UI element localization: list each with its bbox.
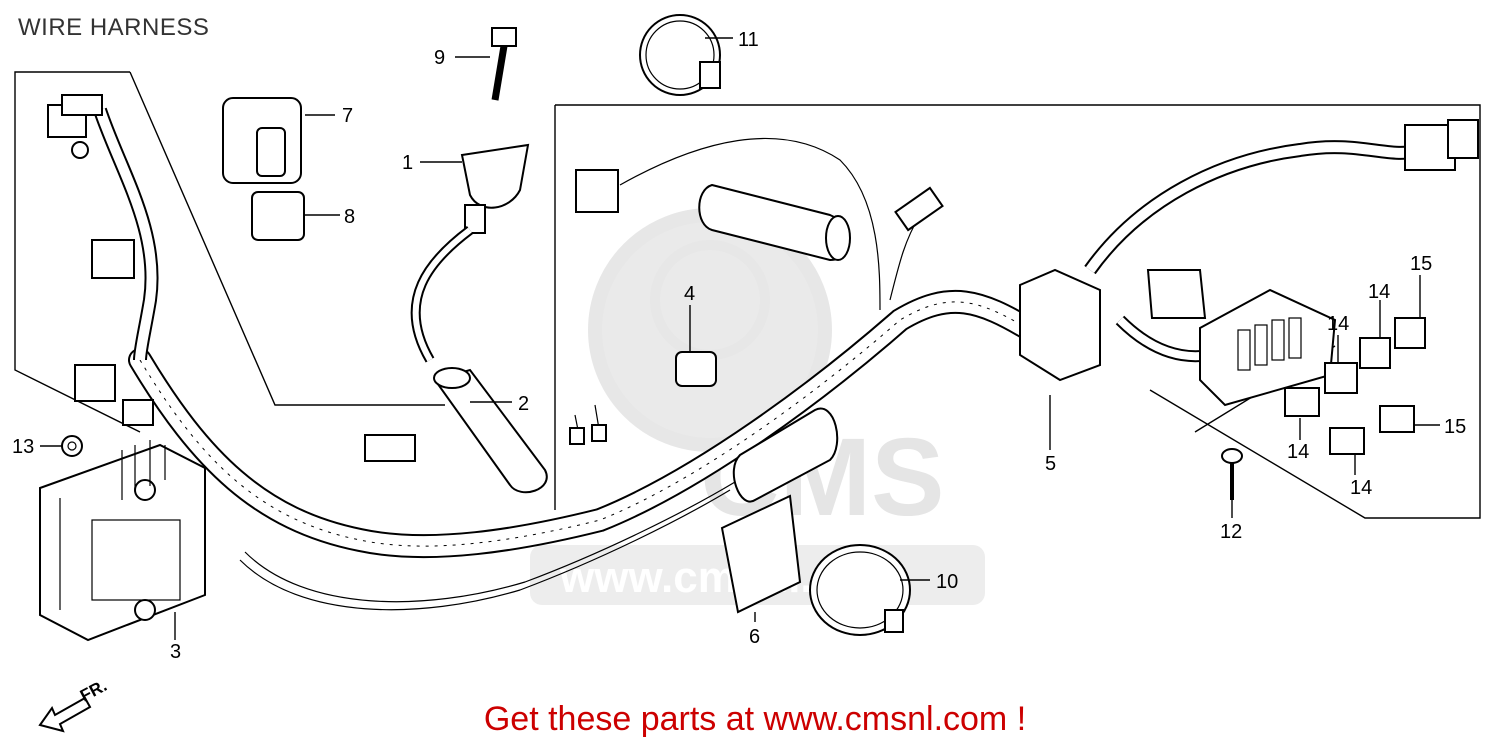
callout-8: 8	[344, 206, 355, 228]
connector-right-top	[1404, 119, 1479, 171]
callout-3: 3	[170, 641, 181, 663]
part-4-relay	[675, 351, 717, 387]
fuses	[1284, 317, 1426, 455]
callout-6: 6	[749, 626, 760, 648]
connector-top-left	[47, 94, 154, 426]
harness-main-bundle	[93, 107, 1423, 611]
callout-2: 2	[518, 393, 529, 415]
part-2-plug-cap	[433, 367, 548, 494]
callout-14b: 14	[1368, 281, 1390, 303]
part-8-cover	[251, 191, 305, 241]
part-1-switch	[410, 143, 530, 363]
callout-12: 12	[1220, 521, 1242, 543]
callout-13: 13	[12, 436, 34, 458]
ignition-coil	[575, 169, 851, 262]
part-6-pad	[720, 407, 839, 614]
part-3-regulator-rectifier	[39, 440, 206, 642]
leader-lines	[40, 37, 1440, 640]
callout-14a: 14	[1327, 313, 1349, 335]
callout-15b: 15	[1444, 416, 1466, 438]
callout-14c: 14	[1287, 441, 1309, 463]
callout-10: 10	[936, 571, 958, 593]
part-12-screw	[1221, 448, 1243, 500]
callout-4: 4	[684, 283, 695, 305]
connectors-middle	[364, 186, 944, 462]
group-outlines	[14, 71, 1481, 519]
part-10-band	[809, 544, 911, 636]
callouts: 1 2 3 4 5 6 7 8 9 10 11 12 13 14 14 14 1…	[12, 29, 1466, 663]
part-7-relay	[222, 97, 302, 184]
callout-15a: 15	[1410, 253, 1432, 275]
page-title: WIRE HARNESS	[18, 14, 210, 41]
part-13-nut	[61, 435, 83, 457]
callout-11: 11	[738, 29, 759, 51]
part-9-bolt	[491, 27, 517, 101]
callout-9: 9	[434, 47, 445, 69]
callout-5: 5	[1045, 453, 1056, 475]
callout-7: 7	[342, 105, 353, 127]
callout-14d: 14	[1350, 477, 1372, 499]
junction-block	[1019, 268, 1207, 382]
callout-1: 1	[402, 152, 413, 174]
promo-banner: Get these parts at www.cmsnl.com !	[483, 700, 1027, 738]
part-11-band	[639, 14, 721, 96]
